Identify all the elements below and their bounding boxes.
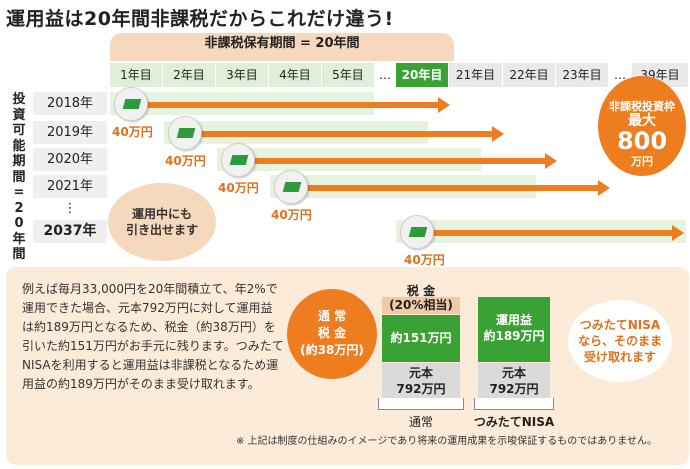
year-header-2: 2年目 [163,63,215,87]
nisa-principal-line1: 元本 [501,366,526,380]
period-header: 非課税保有期間 = 20年間 [110,33,454,61]
arrowhead-2018 [438,97,450,113]
annual-amount-label: 40万円 [112,125,153,139]
page-title: 運用益は20年間非課税だからこれだけ違う! [6,8,394,30]
annual-amount-label: 40万円 [404,253,445,267]
arrowhead-2020 [545,153,557,169]
annual-amount-label: 40万円 [165,154,206,168]
nisa-benefit-note: つみたてNISA なら、そのまま 受け取れます [568,300,672,382]
tax-badge-line2: 税 金 [317,326,347,340]
arrowhead-2021 [598,180,610,196]
year-header-5: 5年目 [322,63,374,87]
normal-profit-box: 約151万円 [382,315,460,362]
total-limit-line1: 非課税投資枠 [609,100,675,113]
normal-principal-line1: 元本 [408,366,433,380]
nisa-coin-icon [114,87,148,121]
total-limit-amount: 800 [616,127,668,155]
year-header-3: 3年目 [216,63,268,87]
nisa-coin-icon [274,170,308,204]
normal-principal-box: 元本 792万円 [382,363,460,398]
nisa-principal-box: 元本 792万円 [478,363,550,398]
nisa-caption: つみたてNISA [473,415,555,429]
row-label-2021: 2021年 [33,175,107,198]
total-limit-line2: 最大 [628,113,656,129]
arrowhead-2037 [672,225,684,241]
nisa-profit-box: 運用益 約189万円 [478,297,550,362]
year-header-4: 4年目 [269,63,321,87]
footnote: ※ 上記は制度の仕組みのイメージであり将来の運用成果を示唆保証するものではありま… [236,436,657,447]
year-header-7: 20年目 [396,63,448,87]
arrow-2019 [184,131,494,137]
annual-amount-label: 40万円 [271,208,312,222]
tax-badge-line1: 通 常 [317,309,347,323]
row-label-2019: 2019年 [33,121,107,144]
withdraw-note-line2: 引き出せます [125,223,198,237]
row-label-2018: 2018年 [33,92,107,115]
tax-badge-line3: (約38万円) [300,343,364,357]
total-limit-unit: 万円 [631,155,653,168]
normal-tax-rate: (20%相当) [382,297,460,314]
normal-tax-label: 税 金 [406,284,436,298]
example-description: 例えば毎月33,000円を20年間積立て、年2%で運用できた場合、元本792万円… [22,282,284,391]
row-label-2020: 2020年 [33,148,107,171]
nisa-note-line3: 受け取れます [583,350,656,364]
arrow-2018 [130,102,440,108]
annual-amount-label: 40万円 [218,181,259,195]
arrow-2020 [237,158,547,164]
normal-caption: 通常 [408,415,433,429]
normal-tax-badge: 通 常 税 金 (約38万円) [287,289,377,379]
year-header-11: … [614,68,626,82]
year-header-1: 1年目 [110,63,162,87]
row-label-2037: 2037年 [33,220,107,243]
row-label-ellipsis: ⋮ [63,201,77,216]
nisa-coin-icon [168,116,202,150]
nisa-profit-line1: 運用益 [495,313,532,327]
withdraw-note-line1: 運用中にも [131,207,192,221]
year-header-6: … [379,68,391,82]
withdraw-note: 運用中にも 引き出せます [108,183,216,261]
nisa-note-line1: つみたてNISA [579,318,661,332]
nisa-coin-icon [221,143,255,177]
arrow-2037 [416,230,674,236]
nisa-coin-icon [400,215,434,249]
nisa-profit-line2: 約189万円 [483,329,545,343]
year-header-10: 23年目 [556,63,608,87]
arrow-2021 [290,185,600,191]
nisa-base-hatch [474,398,554,410]
nisa-note-line2: なら、そのまま [577,334,662,348]
normal-principal-line2: 792万円 [396,382,446,396]
normal-base-hatch [378,398,464,410]
total-limit-badge: 非課税投資枠 最大 800 万円 [598,76,686,176]
year-header-9: 22年目 [503,63,555,87]
year-header-8: 21年目 [449,63,502,87]
arrowhead-2019 [492,126,504,142]
nisa-principal-line2: 792万円 [489,382,539,396]
